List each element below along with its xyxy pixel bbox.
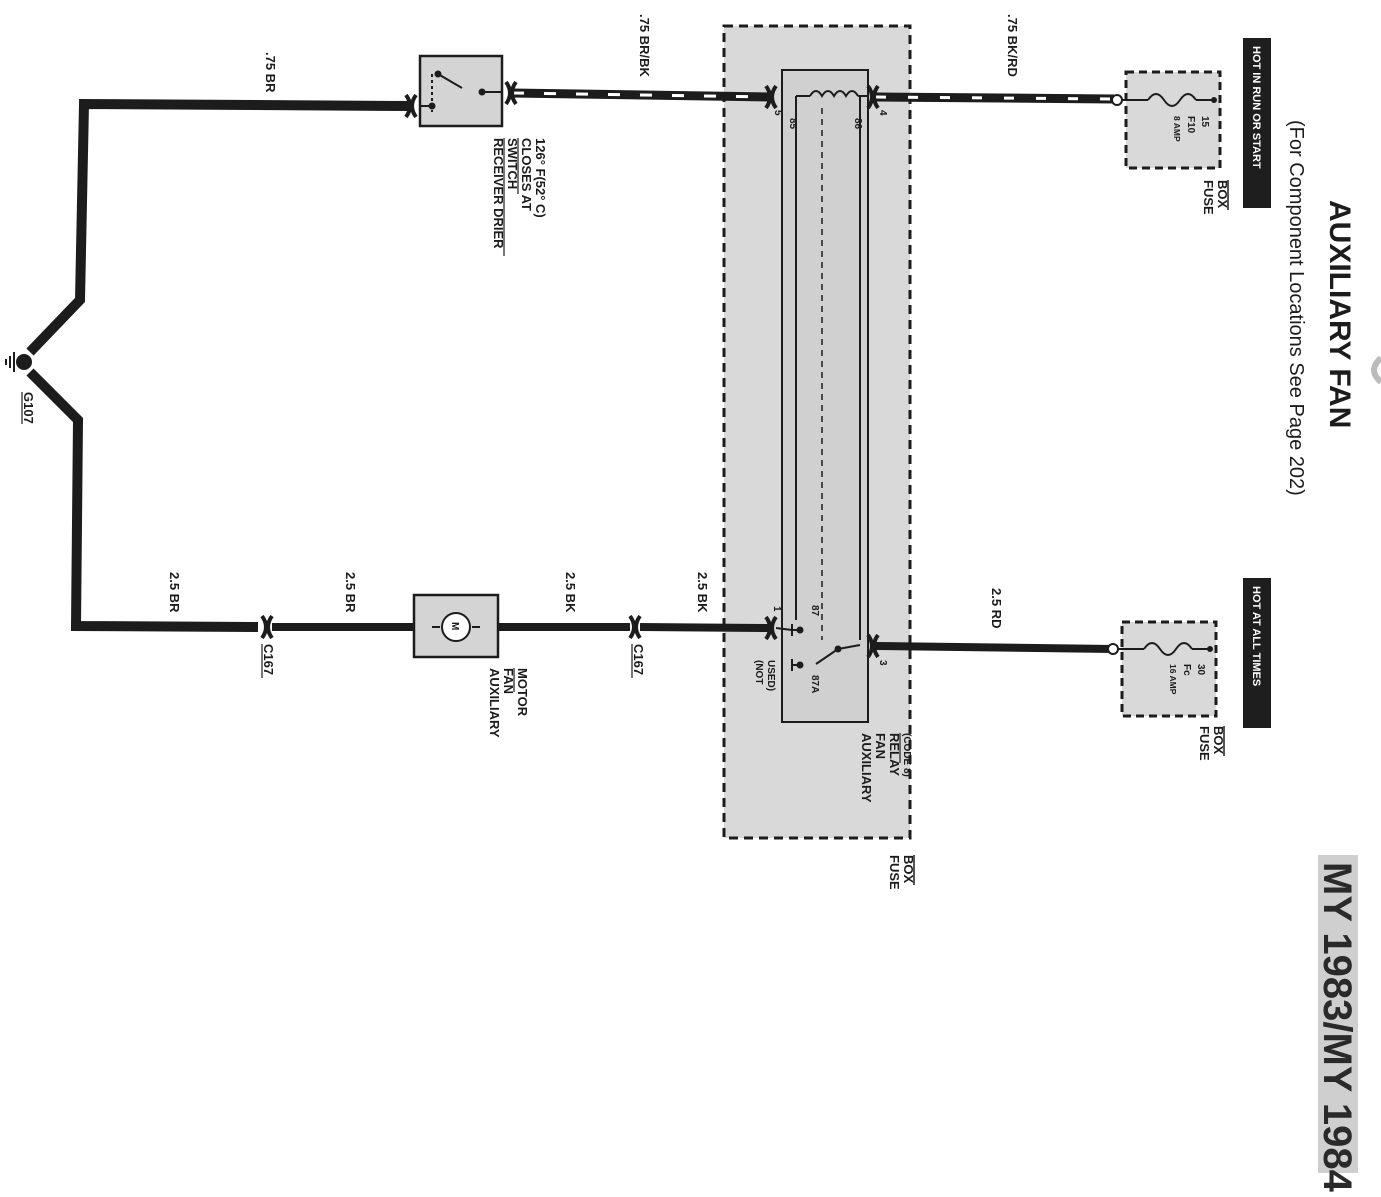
relay-not-used-label: (NOT USED) — [753, 660, 776, 691]
fuse-f10-box-label: FUSE BOX — [1201, 180, 1230, 215]
fuse-icon — [1111, 93, 1217, 107]
page-subtitle: (For Component Locations See Page 202) — [1285, 120, 1307, 496]
connector-icon — [866, 633, 880, 659]
relay-terminal-87a: 87A — [809, 675, 820, 693]
svg-text:RECEIVER DRIER: RECEIVER DRIER — [491, 138, 506, 249]
relay-pin-5: 5 — [772, 110, 783, 116]
svg-text:AUXILIARY: AUXILIARY — [487, 668, 502, 738]
connector-icon — [628, 614, 642, 640]
svg-text:SWITCH: SWITCH — [505, 138, 520, 189]
relay-body — [781, 69, 869, 723]
svg-text:G107: G107 — [21, 392, 36, 424]
fuse-f10-rating: 8 AMP — [1172, 116, 1182, 142]
wire-label-brbk: .75 BR/BK — [637, 14, 652, 77]
ground-label: G107 — [21, 392, 36, 424]
wire-label-bkrd: .75 BK/RD — [1005, 14, 1020, 77]
svg-text:MOTOR: MOTOR — [515, 668, 530, 717]
fuse-fc-terminal: 30 — [1195, 664, 1206, 676]
power-badge-run-start — [1243, 38, 1271, 208]
connector-icon — [866, 84, 880, 110]
wire-label-bk-relay: 2.5 BK — [695, 572, 710, 613]
svg-text:(CODE 8): (CODE 8) — [901, 733, 912, 777]
connector-label-c167-left: C167 — [261, 644, 276, 678]
fuse-box-enclosure-label: FUSE BOX — [887, 855, 916, 890]
ground-icon — [5, 352, 32, 372]
fuse-f10-name: F10 — [1185, 116, 1196, 134]
relay-coil-icon — [795, 90, 868, 640]
power-label-run-start: HOT IN RUN OR START — [1250, 46, 1262, 169]
wire-label-bk-motor: 2.5 BK — [563, 572, 578, 613]
model-years-band — [1318, 855, 1358, 1173]
wire-brbk — [511, 88, 771, 102]
svg-text:C167: C167 — [631, 644, 646, 675]
relay-terminal-85: 85 — [787, 118, 798, 130]
relay-pin-3: 3 — [877, 660, 888, 666]
fuse-fc-name: Fc — [1181, 664, 1192, 676]
wire-label-br-motor: 2.5 BR — [343, 572, 358, 613]
svg-text:126° F(52° C): 126° F(52° C) — [533, 138, 548, 218]
wire-label-rd: 2.5 RD — [989, 588, 1004, 628]
svg-text:FUSE: FUSE — [887, 855, 902, 890]
relay-pin-1: 1 — [771, 606, 782, 612]
svg-text:C167: C167 — [261, 644, 276, 675]
svg-text:FAN: FAN — [873, 733, 888, 759]
motor-icon: M — [432, 612, 480, 642]
power-badge-always — [1243, 578, 1271, 728]
svg-text:FAN: FAN — [501, 668, 516, 694]
svg-text:BOX: BOX — [1211, 726, 1226, 755]
svg-text:BOX: BOX — [1215, 180, 1230, 209]
wire-rd — [875, 642, 1115, 653]
relay-switch-icon — [791, 624, 861, 671]
model-years: MY 1983/MY 1984 — [1315, 862, 1359, 1193]
page-edge-mark — [1371, 355, 1381, 385]
motor-symbol: M — [449, 622, 460, 630]
svg-text:USED): USED) — [765, 660, 776, 691]
wire-br-bottom — [26, 368, 259, 632]
page-title: AUXILIARY FAN — [1323, 200, 1356, 428]
fuse-fc-rating: 16 AMP — [1168, 664, 1178, 695]
fuse-fc-box-label: FUSE BOX — [1197, 726, 1226, 761]
svg-text:AUXILIARY: AUXILIARY — [859, 733, 874, 803]
svg-text:RELAY: RELAY — [887, 733, 902, 776]
wire-bkrd — [875, 92, 1115, 104]
connector-icon — [504, 80, 778, 110]
wire-label-br-bottom: 2.5 BR — [167, 572, 182, 613]
svg-text:FUSE: FUSE — [1197, 726, 1212, 761]
relay-label: AUXILIARY FAN RELAY (CODE 8) — [859, 733, 912, 803]
fuse-f10-terminal: 15 — [1199, 116, 1210, 128]
relay-pin-4: 4 — [877, 110, 888, 116]
switch-icon — [420, 70, 502, 112]
fuse-box-f10 — [1124, 70, 1222, 170]
svg-text:(NOT: (NOT — [753, 660, 764, 684]
wire-br-top — [26, 98, 411, 356]
wire-bk-relay — [639, 623, 771, 632]
power-label-always: HOT AT ALL TIMES — [1250, 586, 1262, 686]
fuse-icon — [1107, 642, 1213, 656]
connector-icon — [764, 615, 778, 641]
svg-text:FUSE: FUSE — [1201, 180, 1216, 215]
svg-text:CLOSES AT: CLOSES AT — [519, 138, 534, 211]
receiver-drier-switch-label: RECEIVER DRIER SWITCH CLOSES AT 126° F(5… — [491, 138, 548, 256]
connector-icon — [260, 614, 274, 640]
connector-icon — [404, 93, 418, 119]
relay-terminal-86: 86 — [852, 118, 863, 130]
fuse-box-fc — [1120, 620, 1218, 718]
connector-label-c167-right: C167 — [631, 644, 646, 678]
svg-text:BOX: BOX — [901, 855, 916, 884]
wire-label-br-top: .75 BR — [263, 52, 278, 93]
relay-terminal-87: 87 — [809, 605, 820, 617]
auxiliary-fan-motor-label: AUXILIARY FAN MOTOR — [487, 668, 530, 738]
